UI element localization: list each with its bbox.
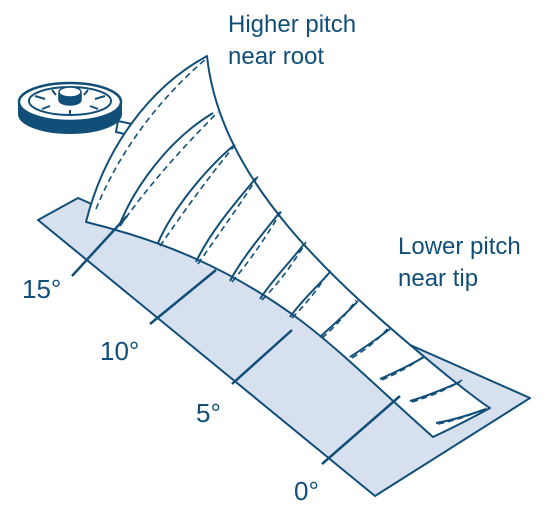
- angle-label-0: 0°: [294, 476, 319, 506]
- root-label-line1: Higher pitch: [228, 11, 356, 38]
- tip-label-line1: Lower pitch: [398, 233, 521, 260]
- angle-label-5: 5°: [196, 398, 221, 428]
- angle-label-15: 15°: [22, 274, 61, 304]
- propeller-hub-icon: [17, 81, 135, 138]
- tip-label-line2: near tip: [398, 265, 478, 292]
- root-label-line2: near root: [228, 43, 324, 70]
- angle-label-10: 10°: [100, 336, 139, 366]
- angle-tick-lines: [71, 215, 401, 465]
- reference-plane: [37, 197, 531, 497]
- blade-rib-sections: [118, 112, 487, 424]
- propeller-blade: [85, 55, 491, 438]
